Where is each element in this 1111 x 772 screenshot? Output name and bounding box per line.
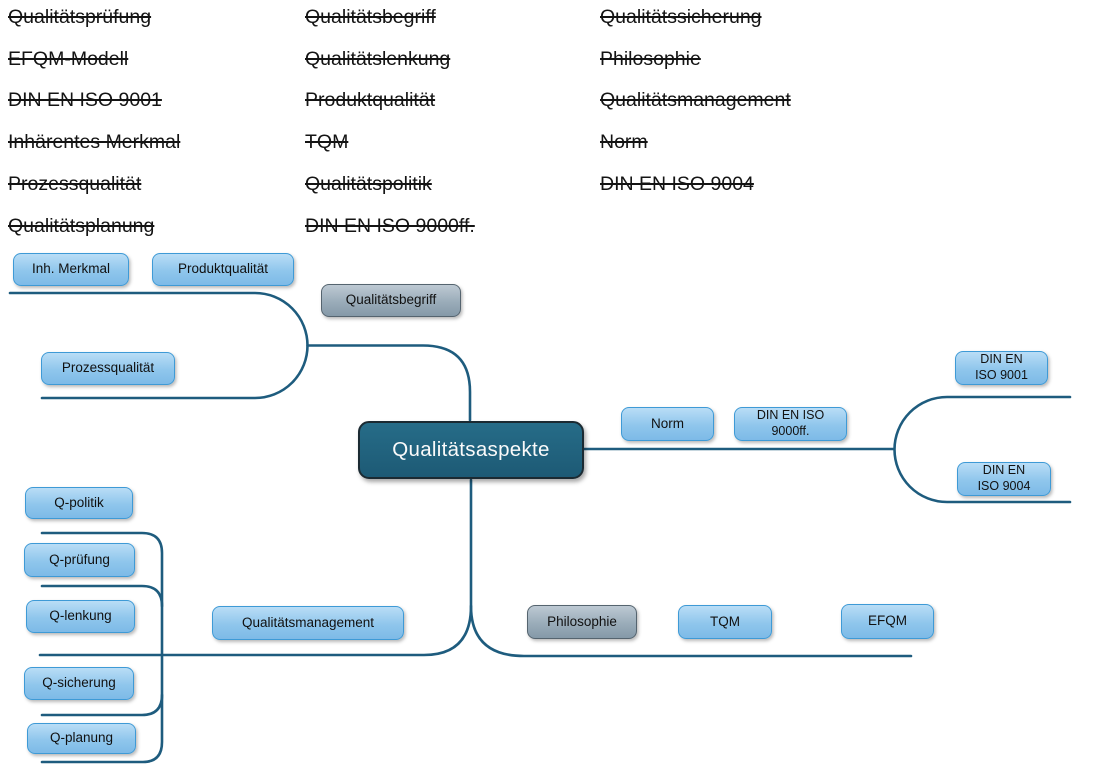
word-bank-item[interactable]: DIN EN ISO 9000ff.: [305, 214, 475, 237]
node-prozessqualitaet[interactable]: Prozessqualität: [41, 352, 175, 385]
word-bank-column-3: Qualitätssicherung Philosophie Qualitäts…: [600, 0, 791, 206]
word-bank-item[interactable]: Inhärentes Merkmal: [8, 131, 181, 154]
word-bank-item[interactable]: Prozessqualität: [8, 172, 142, 195]
node-q-sicherung[interactable]: Q-sicherung: [24, 667, 134, 700]
word-bank-item[interactable]: Qualitätssicherung: [600, 6, 762, 28]
node-q-planung[interactable]: Q-planung: [27, 723, 136, 754]
word-bank-column-2: Qualitätsbegriff Qualitätslenkung Produk…: [305, 0, 475, 247]
center-topic: Qualitätsaspekte: [358, 421, 584, 479]
node-norm[interactable]: Norm: [621, 407, 714, 441]
word-bank-item[interactable]: Qualitätsmanagement: [600, 89, 791, 112]
word-bank-item[interactable]: TQM: [305, 131, 349, 154]
word-bank-item[interactable]: DIN EN ISO 9004: [600, 172, 754, 195]
connector-begriff-to-center: [306, 344, 472, 422]
node-qualitaetsmanagement[interactable]: Qualitätsmanagement: [212, 606, 404, 640]
word-bank-item[interactable]: Qualitätsprüfung: [8, 6, 152, 28]
word-bank-item[interactable]: Qualitätsplanung: [8, 214, 155, 237]
node-q-lenkung[interactable]: Q-lenkung: [26, 600, 135, 633]
word-bank-item[interactable]: Philosophie: [600, 47, 701, 70]
node-produktqualitaet[interactable]: Produktqualität: [152, 253, 294, 286]
node-philosophie[interactable]: Philosophie: [527, 605, 637, 639]
word-bank-item[interactable]: DIN EN ISO 9001: [8, 89, 162, 112]
node-q-politik[interactable]: Q-politik: [25, 487, 133, 519]
node-inh-merkmal[interactable]: Inh. Merkmal: [13, 253, 129, 286]
node-din-9004[interactable]: DIN EN ISO 9004: [957, 462, 1051, 496]
node-din-9001[interactable]: DIN EN ISO 9001: [955, 351, 1048, 385]
word-bank-item[interactable]: EFQM-Modell: [8, 47, 129, 70]
node-tqm[interactable]: TQM: [678, 605, 772, 639]
node-q-pruefung[interactable]: Q-prüfung: [24, 543, 135, 577]
word-bank-column-1: Qualitätsprüfung EFQM-Modell DIN EN ISO …: [8, 0, 180, 247]
word-bank-item[interactable]: Qualitätspolitik: [305, 172, 432, 195]
word-bank-item[interactable]: Qualitätslenkung: [305, 47, 451, 70]
word-bank-item[interactable]: Qualitätsbegriff: [305, 6, 436, 28]
word-bank-item[interactable]: Produktqualität: [305, 89, 436, 112]
node-din-9000ff[interactable]: DIN EN ISO 9000ff.: [734, 407, 847, 441]
node-qualitaetsbegriff[interactable]: Qualitätsbegriff: [321, 284, 461, 317]
word-bank-item[interactable]: Norm: [600, 131, 648, 154]
node-efqm[interactable]: EFQM: [841, 604, 934, 639]
